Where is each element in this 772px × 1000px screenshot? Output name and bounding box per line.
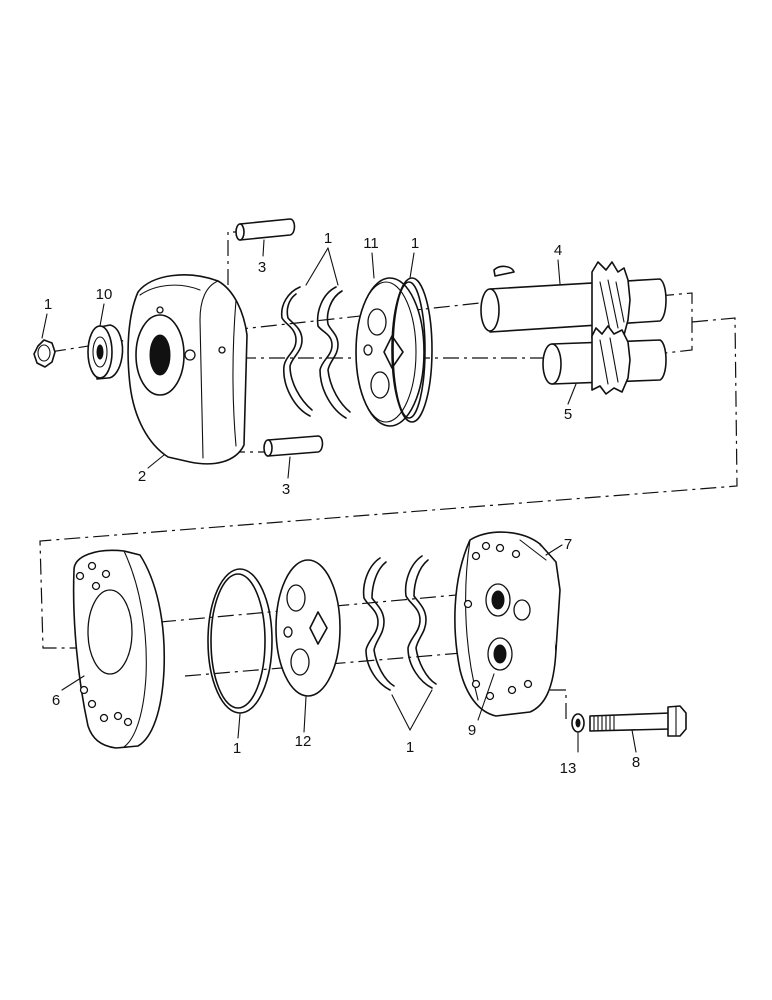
callout-leaders: [41, 239, 637, 753]
seal-upper-b-part: [316, 286, 351, 419]
shaft-centerline-upper: [231, 302, 481, 331]
front-housing-part: [127, 274, 248, 465]
callout-1-seals-bottom: 1: [406, 739, 414, 756]
callout-6: 6: [52, 692, 60, 709]
lock-nut-part: [33, 339, 56, 368]
seal-lower-a-part: [362, 557, 395, 691]
driven-shaft-part: [542, 325, 667, 395]
shaft-centerline-nut: [49, 337, 141, 353]
callout-8: 8: [632, 754, 640, 771]
dowel-pin-bottom-part: [263, 435, 324, 457]
pump-body-part: [454, 531, 561, 717]
dowel-pin-top-part: [235, 218, 296, 241]
callout-1-seals-top: 1: [324, 230, 332, 247]
shaft-centerline-lower-lower: [184, 649, 499, 677]
callout-1-ring-bottom: 1: [233, 740, 241, 757]
wear-plate-upper-part: [355, 277, 425, 427]
drive-shaft-part: [480, 261, 667, 347]
callout-3-bottom: 3: [282, 481, 290, 498]
bolt-part: [589, 705, 687, 737]
callout-11: 11: [363, 235, 379, 252]
o-ring-upper-part: [391, 277, 433, 423]
callout-3-top: 3: [258, 259, 266, 276]
seal-upper-a-part: [280, 286, 313, 417]
callout-2: 2: [138, 468, 146, 485]
callout-7: 7: [564, 536, 572, 553]
callout-4: 4: [554, 242, 562, 259]
bearing-part: [87, 324, 124, 380]
washer-part: [571, 713, 585, 733]
section-connector-line: [39, 317, 738, 649]
callout-12: 12: [295, 733, 312, 750]
callout-13: 13: [560, 760, 577, 777]
callout-10: 10: [96, 286, 113, 303]
callout-5: 5: [564, 406, 572, 423]
o-ring-lower-part: [207, 568, 273, 714]
rear-cover-part: [72, 549, 166, 749]
callout-1-ring-top: 1: [411, 235, 419, 252]
seal-lower-b-part: [404, 555, 437, 689]
callout-9: 9: [468, 722, 476, 739]
callout-1-nut: 1: [44, 296, 52, 313]
bolt-leader: [550, 689, 567, 722]
wear-plate-lower-part: [275, 559, 341, 697]
